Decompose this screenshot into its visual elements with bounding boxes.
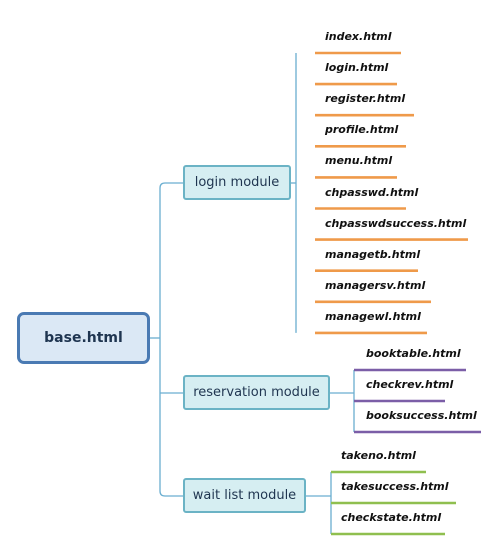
root-node-label: base.html (44, 330, 123, 346)
module-node-label: login module (194, 175, 280, 190)
leaf-node-label: chpasswd.html (325, 185, 419, 199)
leaf-node-label: checkstate.html (341, 511, 442, 524)
leaf-node-label: profile.html (325, 123, 399, 137)
leaf-node-label: takeno.html (341, 449, 416, 462)
leaf-node-label: booktable.html (366, 347, 461, 360)
leaf-node-label: managewl.html (325, 309, 421, 323)
leaf-node-label: checkrev.html (366, 378, 454, 391)
leaf-node-label: managetb.html (325, 247, 421, 261)
module-node-wait-list: wait list module (183, 478, 306, 513)
leaf-node-label: managersv.html (325, 278, 426, 292)
connector-line (159, 182, 183, 189)
leaf-node-label: chpasswdsuccess.html (325, 216, 467, 230)
leaf-node-label: takesuccess.html (341, 480, 449, 493)
connector-line (159, 490, 183, 497)
leaf-node-label: menu.html (325, 154, 393, 168)
module-node-label: wait list module (192, 488, 297, 503)
root-node-base-html: base.html (17, 312, 150, 364)
leaf-node-label: register.html (325, 92, 406, 106)
module-node-login: login module (183, 165, 291, 200)
module-node-label: reservation module (193, 385, 320, 400)
leaf-node-label: login.html (325, 61, 389, 75)
module-node-reservation: reservation module (183, 375, 330, 410)
leaf-node-label: booksuccess.html (366, 409, 477, 422)
leaf-node-label: index.html (325, 30, 392, 43)
